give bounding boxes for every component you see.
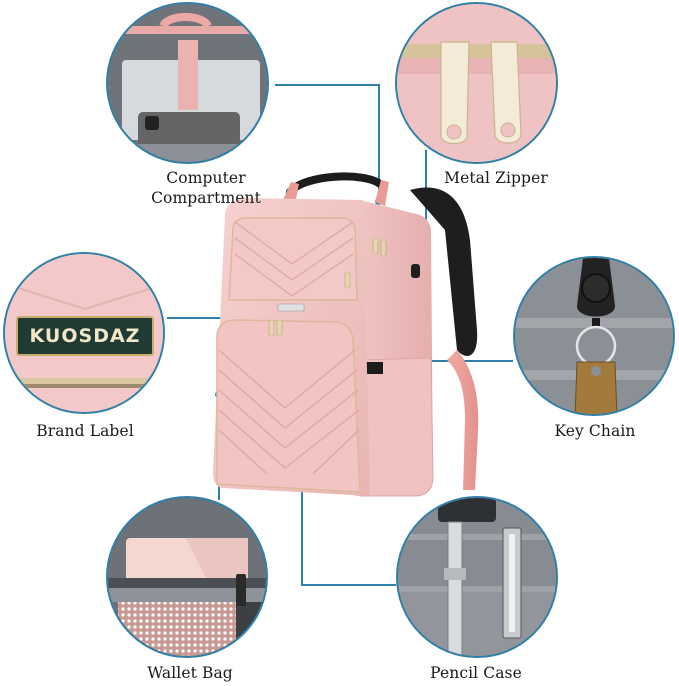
brand-plate: KUOSDAZ <box>16 316 154 356</box>
label-brand-label: Brand Label <box>36 422 134 440</box>
wallet-pocket-icon <box>108 498 266 656</box>
callout-line-computer-h <box>275 84 379 86</box>
detail-circle-key-chain <box>513 256 675 416</box>
label-wallet-bag: Wallet Bag <box>147 664 233 682</box>
backpack-illustration <box>213 172 479 497</box>
key-chain-icon <box>515 258 673 414</box>
detail-circle-computer-compartment <box>106 2 269 164</box>
label-metal-zipper: Metal Zipper <box>444 169 548 187</box>
label-key-chain: Key Chain <box>554 422 636 440</box>
label-computer-line1: Computer <box>166 169 246 187</box>
detail-circle-metal-zipper <box>395 2 558 164</box>
callout-line-brand <box>167 317 239 319</box>
detail-circle-brand-label: KUOSDAZ <box>3 252 165 414</box>
detail-circle-wallet-bag <box>106 496 268 658</box>
zipper-pull-icon <box>397 4 556 162</box>
callout-line-computer-v <box>378 84 380 201</box>
detail-circle-pencil-case <box>396 496 558 658</box>
pen-holder-icon <box>398 498 556 656</box>
label-computer-line2: Compartment <box>151 189 261 207</box>
callout-line-pencil-h <box>301 584 396 586</box>
label-computer-compartment: Computer Compartment <box>138 168 274 208</box>
label-pencil-case: Pencil Case <box>430 664 522 682</box>
laptop-compartment-icon <box>108 4 267 162</box>
